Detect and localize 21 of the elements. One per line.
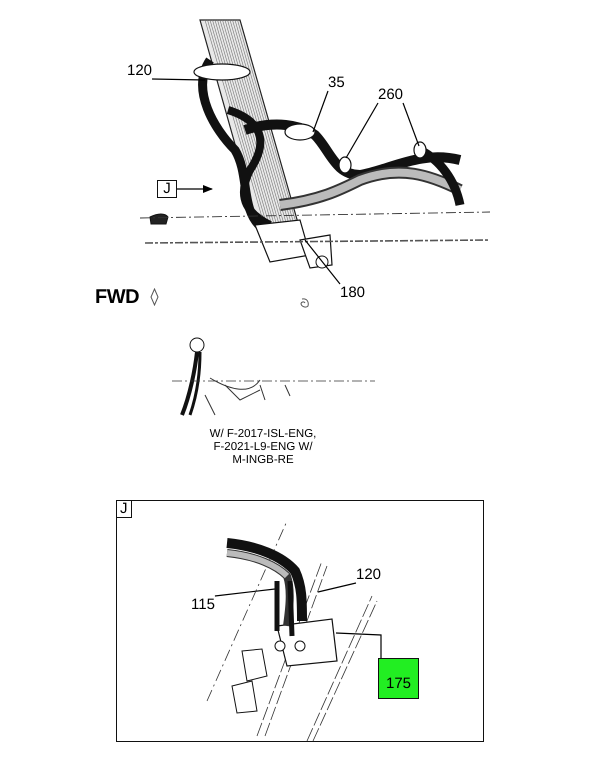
leader-line (304, 240, 340, 284)
callout-number: 180 (340, 284, 366, 301)
callout-number: 115 (191, 596, 215, 613)
callout-number: 120 (356, 566, 382, 583)
leader-line (345, 102, 379, 158)
leader-line (152, 78, 206, 81)
forward-label: FWD (95, 286, 140, 309)
detail-view-panel (116, 500, 484, 742)
callout-box: 175 (378, 658, 419, 699)
callout-number: 35 (328, 74, 345, 91)
applicability-note: W/ F-2017-ISL-ENG, F-2021-L9-ENG W/ M-INGB-RE (208, 428, 318, 467)
view-letter: J (117, 501, 132, 518)
view-reference-box: J (157, 180, 177, 198)
callout-number: 120 (127, 62, 152, 79)
leader-line (318, 582, 356, 593)
leader-line (402, 102, 420, 146)
leader-line (336, 632, 382, 658)
leader-line (312, 90, 329, 132)
arrow (177, 185, 213, 193)
leader-line (214, 588, 276, 597)
callout-number: 260 (378, 86, 404, 103)
